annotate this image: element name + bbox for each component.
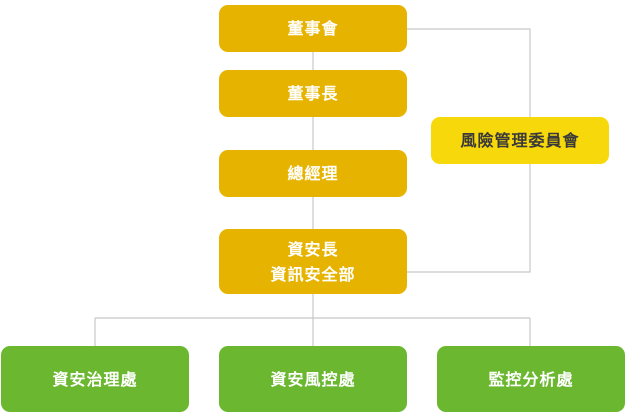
board-label: 董事會 [287,19,339,38]
risk-committee-label: 風險管理委員會 [460,131,580,150]
connector-board-risk-committee [407,28,531,117]
risk-control-division-node: 資安風控處 [219,346,407,412]
ciso-node: 資安長 資訊安全部 [219,229,407,294]
board-node: 董事會 [219,5,407,52]
governance-division-label: 資安治理處 [52,369,138,389]
chairman-label: 董事長 [287,84,339,103]
risk-committee-node: 風險管理委員會 [431,117,609,164]
monitoring-division-label: 監控分析處 [488,369,574,389]
connector-risk-committee-ciso [407,164,531,273]
monitoring-division-node: 監控分析處 [437,346,625,412]
ciso-department-label: 資訊安全部 [270,264,356,284]
president-node: 總經理 [219,150,407,197]
governance-division-node: 資安治理處 [1,346,189,412]
ciso-title-label: 資安長 [287,239,339,259]
chairman-node: 董事長 [219,70,407,117]
president-label: 總經理 [287,164,339,183]
risk-control-division-label: 資安風控處 [270,369,356,389]
